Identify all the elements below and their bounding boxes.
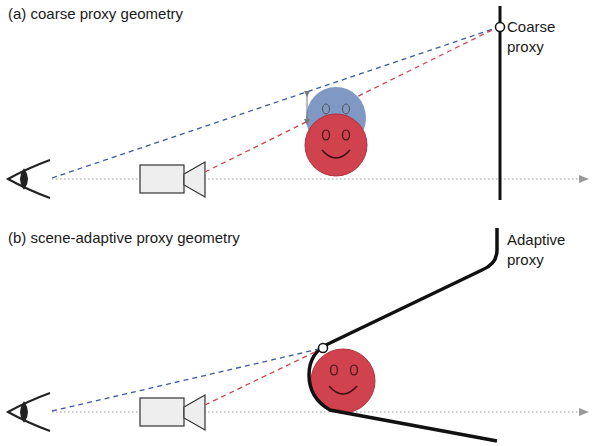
- panel-caption: (b) scene-adaptive proxy geometry: [8, 228, 328, 248]
- intersection-point: [319, 344, 328, 353]
- eye-symbol: [8, 393, 50, 431]
- view-axis: [52, 412, 588, 413]
- eye-symbol: [8, 160, 50, 198]
- face: [305, 114, 367, 176]
- intersection-point: [496, 23, 505, 32]
- offset-arrow: [307, 94, 308, 122]
- camera-ray: [205, 350, 319, 405]
- panel-caption: (a) coarse proxy geometry: [8, 4, 308, 24]
- adaptive-proxy-surface: [309, 228, 497, 441]
- coarse-proxy-plane: [499, 6, 502, 200]
- view-axis: [52, 179, 588, 180]
- proxy-label: Adaptive proxy: [507, 230, 577, 270]
- camera-symbol: [140, 162, 205, 197]
- proxy-label: Coarse proxy: [507, 17, 569, 57]
- eye-ray: [52, 28, 496, 178]
- camera-symbol: [140, 395, 205, 430]
- eye-ray: [52, 349, 319, 411]
